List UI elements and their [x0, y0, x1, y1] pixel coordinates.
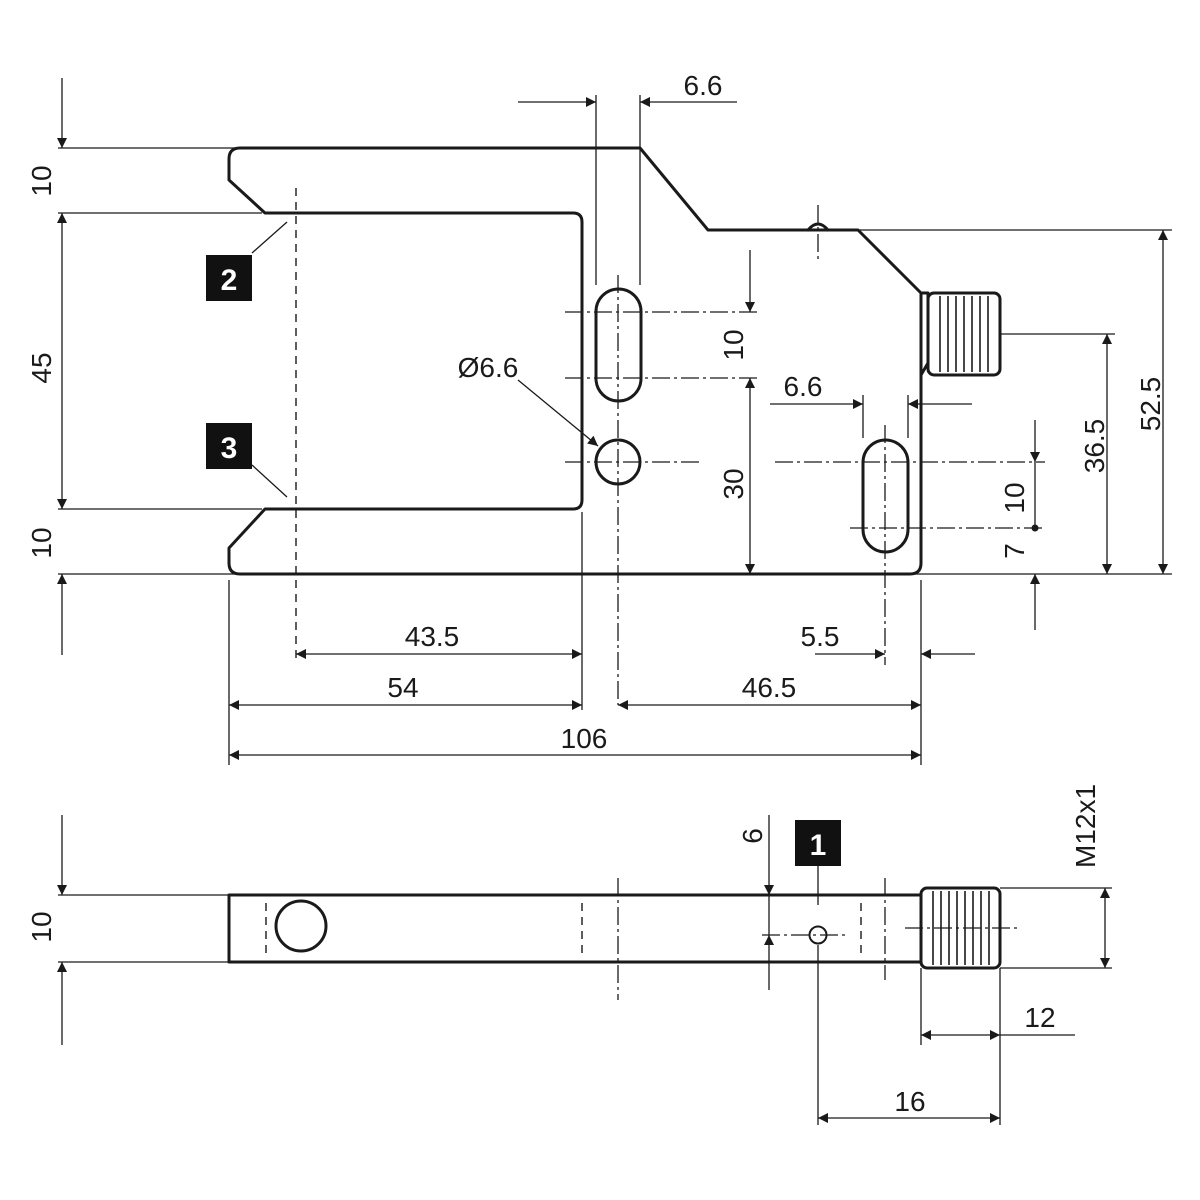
emitter-window	[274, 899, 328, 953]
dim-right-52-5: 52.5	[1135, 377, 1166, 432]
dim-left-bottom-10: 10	[26, 527, 57, 558]
dim-bottom-5-5: 5.5	[801, 621, 840, 652]
dim-side-12: 12	[1024, 1002, 1055, 1033]
dim-right-7: 7	[999, 543, 1030, 559]
dim-bottom-43-5: 43.5	[405, 621, 460, 652]
dim-bottom-46-5: 46.5	[742, 672, 797, 703]
marker-bump	[806, 222, 830, 232]
dim-slot-width-right: 6.6	[784, 371, 823, 402]
connector-side-view	[905, 886, 1018, 970]
dim-thread-size: M12x1	[1070, 784, 1101, 868]
dimension-lines	[57, 78, 1168, 760]
side-extension-lines	[58, 887, 1112, 1125]
side-dimension-lines	[57, 815, 1110, 1123]
callout-leaders	[251, 221, 819, 905]
side-view	[227, 878, 1018, 1125]
dim-slot-length-right: 10	[999, 482, 1030, 513]
svg-text:1: 1	[810, 829, 827, 862]
dim-side-16: 16	[894, 1086, 925, 1117]
extension-lines	[58, 95, 1172, 765]
callout-1: 1	[795, 820, 841, 866]
sensor-body-outline	[227, 146, 923, 576]
dim-left-45: 45	[26, 352, 57, 383]
dim-hole-diameter: Ø6.6	[458, 352, 519, 383]
dim-slot-width-top: 6.6	[684, 70, 723, 101]
sensor-body-side	[227, 893, 923, 964]
dim-slot-length-top: 10	[718, 329, 749, 360]
callout-2: 2	[206, 255, 252, 301]
dim-right-36-5: 36.5	[1079, 419, 1110, 474]
dim-side-6: 6	[737, 828, 768, 844]
connector-top-view	[919, 291, 1002, 377]
top-view	[227, 146, 1045, 705]
dim-bottom-106: 106	[561, 723, 608, 754]
dimension-labels: 6.6 Ø6.6 6.6 43.5 5.5 54 46.5 106 12 16 …	[26, 70, 1166, 1117]
dim-mid-30: 30	[718, 468, 749, 499]
dim-left-top-10: 10	[26, 165, 57, 196]
dim-bottom-54: 54	[387, 672, 418, 703]
svg-text:3: 3	[221, 432, 238, 465]
callout-3: 3	[206, 423, 252, 469]
dim-side-10: 10	[26, 911, 57, 942]
svg-text:2: 2	[221, 264, 238, 297]
